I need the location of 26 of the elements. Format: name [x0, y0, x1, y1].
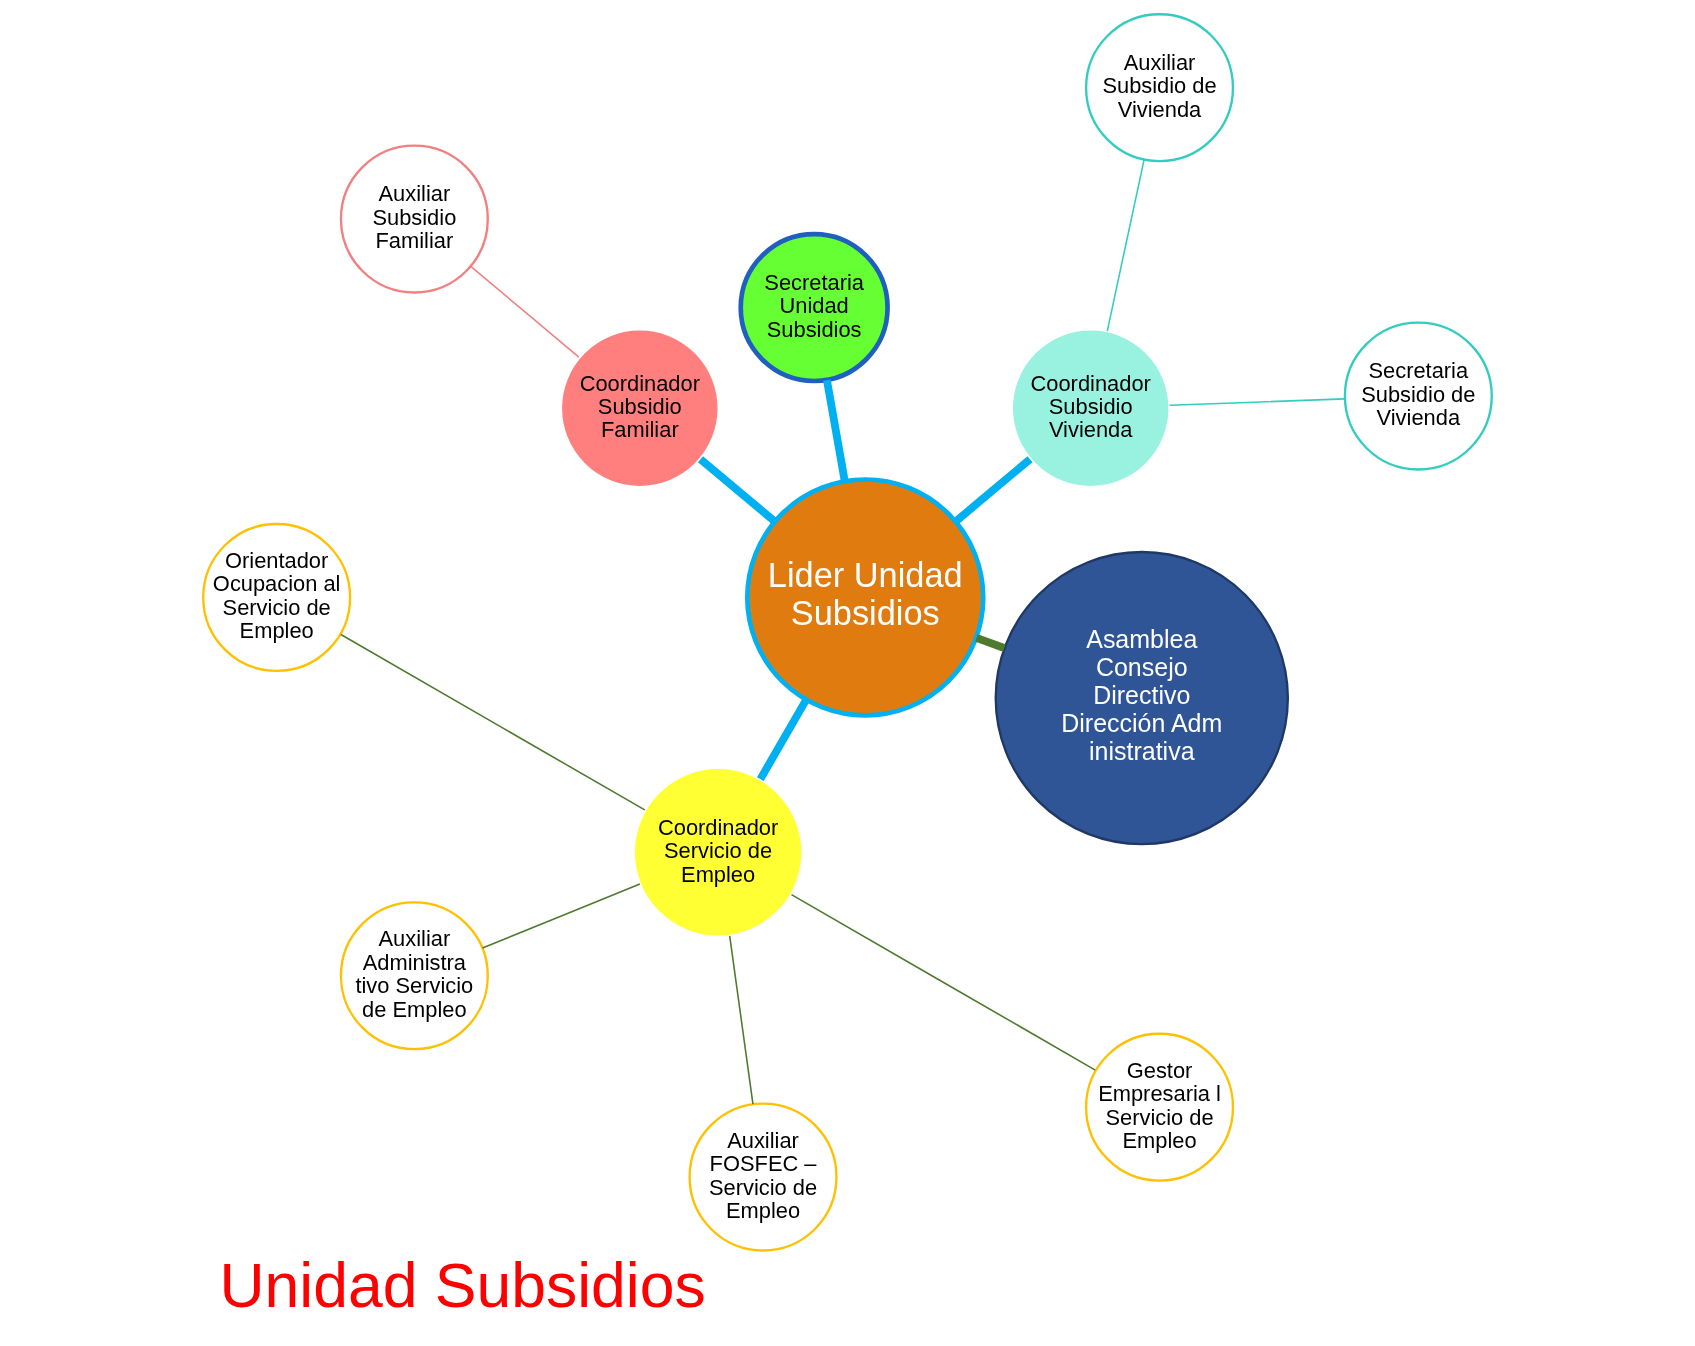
node-circle: Auxiliar Administra tivo Servicio de Empleo	[339, 901, 489, 1051]
connector	[470, 265, 580, 358]
node-circle: Coordinador Subsidio Familiar	[559, 328, 720, 489]
node-circle: Coordinador Subsidio Vivienda	[1010, 328, 1171, 489]
node-circle: Auxiliar Subsidio de Vivienda	[1084, 13, 1235, 163]
node-circle: Coordinador Servicio de Empleo	[632, 766, 804, 938]
node-circle: Asamblea Consejo Directivo Dirección Administrativa	[994, 550, 1289, 846]
connector	[790, 893, 1097, 1071]
node-circle: Secretaria Subsidio de Vivienda	[1343, 321, 1493, 471]
connector	[953, 456, 1033, 525]
diagram-title: Unidad Subsidios	[219, 1249, 706, 1320]
connector	[481, 883, 641, 949]
node-circle: Auxiliar FOSFEC – Servicio de Empleo	[688, 1102, 838, 1252]
connector	[1168, 398, 1346, 407]
connector	[697, 456, 778, 525]
node-circle: Auxiliar Subsidio Familiar	[339, 144, 489, 294]
node-circle: Secretaria Unidad Subsidios	[738, 231, 890, 384]
node-circle: Gestor Empresaria l Servicio de Empleo	[1084, 1032, 1235, 1182]
connector	[823, 379, 849, 482]
connector	[728, 935, 754, 1105]
connector	[757, 697, 810, 782]
connector	[975, 634, 1006, 652]
connector	[1106, 159, 1145, 332]
node-circle: Orientador Ocupacion al Servicio de Empleo	[202, 522, 352, 672]
node-circle: Lider Unidad Subsidios	[744, 477, 986, 718]
connector	[340, 633, 646, 811]
